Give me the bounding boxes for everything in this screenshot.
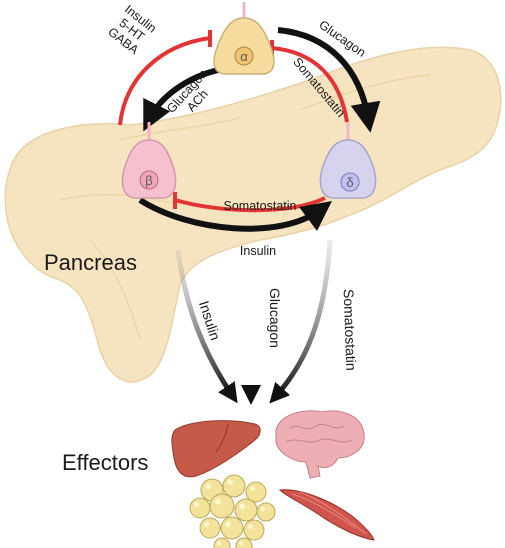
adipocyte-highlight-8: [204, 522, 209, 527]
adipocyte-highlight-10: [248, 524, 253, 529]
adipocyte-10: [243, 519, 265, 541]
somatostatin-alpha-inhibition: [271, 46, 349, 123]
delta-cell: δ: [319, 122, 377, 199]
adipocyte-2: [222, 474, 246, 498]
insulin-stimulation-arrow: [138, 197, 333, 232]
glucagon-ach-stimulation-arrow: [143, 67, 219, 132]
adipocyte-highlight-5: [214, 498, 221, 505]
somatostatin-output-label: Somatostatin: [341, 289, 360, 371]
insulin-5ht-gaba-label: Insulin 5-HT GABA: [105, 2, 159, 57]
pancreas-label: Pancreas: [44, 250, 137, 275]
regulation-arrows: [118, 27, 381, 232]
insulin-bottom-label: Insulin: [240, 244, 276, 258]
adipocyte-highlight-3: [250, 486, 255, 491]
adipocyte-highlight-2: [227, 479, 233, 485]
adipocyte-8: [199, 517, 221, 539]
adipocyte-7: [256, 502, 276, 522]
liver-icon: [171, 420, 261, 478]
adipocyte-highlight-6: [239, 503, 245, 509]
adipocyte-4: [189, 497, 211, 519]
adipocyte-11: [213, 537, 231, 548]
adipose-tissue-icon: [189, 474, 276, 548]
adipocyte-highlight-11: [217, 541, 222, 546]
adipocyte-highlight-1: [205, 483, 211, 489]
adipocyte-highlight-9: [225, 521, 231, 527]
beta-symbol: β: [145, 173, 152, 188]
insulin-output-arrow: [175, 249, 238, 404]
somatostatin-beta-label: Somatostatin: [224, 199, 297, 213]
adipocyte-12: [235, 537, 253, 548]
glucagon-output-label: Glucagon: [267, 288, 283, 348]
effectors-label: Effectors: [62, 450, 148, 475]
adipocyte-highlight-7: [260, 506, 266, 512]
muscle-icon: [278, 489, 375, 541]
glucagon-top-label: Glucagon: [316, 18, 368, 60]
brain-icon: [275, 410, 365, 479]
adipocyte-5: [209, 493, 235, 519]
somatostatin-output-arrow: [269, 239, 333, 404]
glucagon-stimulation-arrow: [277, 27, 381, 133]
adipocyte-highlight-12: [239, 541, 244, 546]
beta-cell: β: [121, 122, 177, 199]
adipocyte-6: [234, 498, 258, 522]
adipocyte-9: [220, 516, 244, 540]
insulin-inhibition-arrow: [118, 36, 211, 126]
adipocyte-highlight-4: [194, 502, 199, 507]
alpha-symbol: α: [240, 49, 248, 64]
alpha-cell: α: [213, 2, 275, 75]
hormone-output-arrows: [175, 239, 333, 405]
delta-symbol: δ: [346, 175, 353, 190]
